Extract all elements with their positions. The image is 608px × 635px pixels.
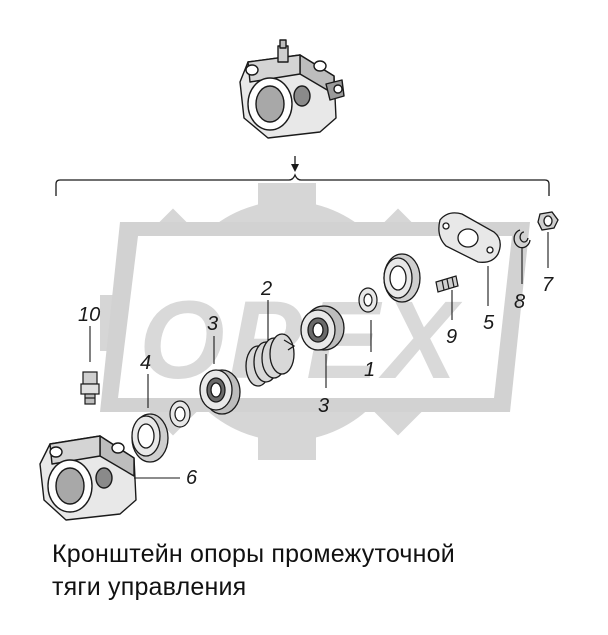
part-5-cover: [438, 212, 501, 263]
part-3-bushing-right: [300, 305, 345, 351]
callout-8: 8: [514, 291, 525, 313]
part-6-bracket-housing: [39, 435, 137, 521]
caption-line-2: тяги управления: [52, 573, 247, 601]
callout-2: 2: [260, 278, 272, 300]
part-9-stud: [435, 275, 459, 293]
part-2-spring: [245, 333, 296, 387]
down-arrow-icon: [291, 156, 299, 172]
caption-line-1: Кронштейн опоры промежуточной: [52, 540, 455, 568]
callout-7: 7: [542, 274, 554, 296]
watermark-text: OPEX: [139, 279, 462, 402]
callout-5: 5: [483, 312, 495, 334]
callout-1: 1: [364, 359, 375, 381]
callout-10: 10: [78, 304, 100, 326]
part-10-grease-fitting: [80, 371, 100, 405]
callout-3-left: 3: [207, 313, 218, 335]
callout-9: 9: [446, 326, 457, 348]
part-washer-left: [169, 400, 191, 428]
leader-lines: [89, 232, 549, 479]
part-4-seal: [131, 413, 169, 463]
assembly-bracket: [55, 173, 550, 196]
part-1-washer: [358, 287, 378, 313]
part-3-bushing-left: [199, 369, 241, 415]
callout-6: 6: [186, 467, 198, 489]
part-8-lock-washer: [513, 229, 531, 249]
callout-3-right: 3: [318, 395, 329, 417]
callout-4: 4: [140, 352, 151, 374]
assembled-bracket-housing: [239, 39, 345, 139]
part-7-nut: [537, 211, 559, 231]
diagram-caption: Кронштейн опоры промежуточной тяги управ…: [52, 538, 592, 604]
part-seal-right: [383, 253, 421, 303]
